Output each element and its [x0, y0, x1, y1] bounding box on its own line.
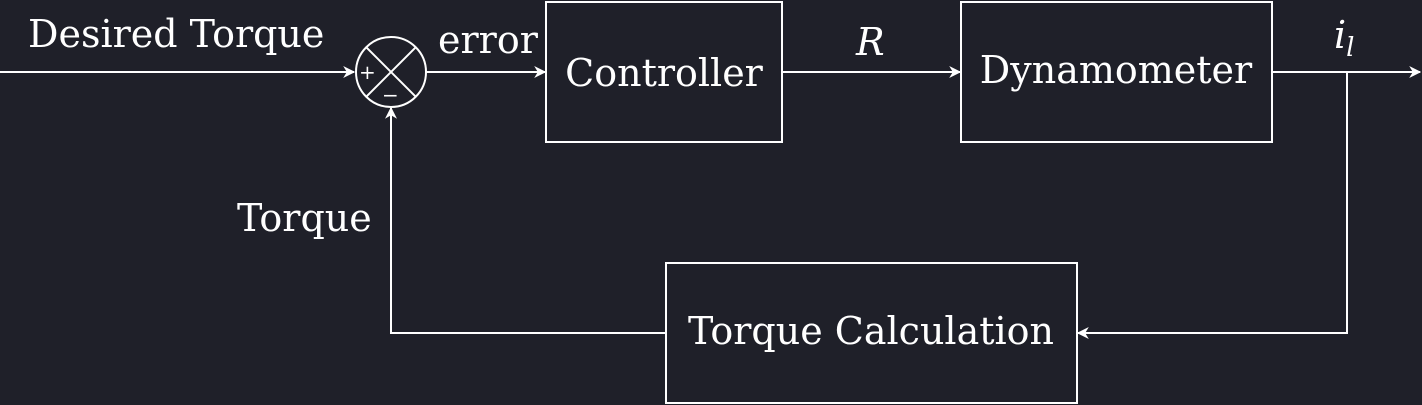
plus-sign: +: [359, 60, 376, 84]
controller-block: Controller: [545, 1, 783, 143]
output-label: il: [1334, 13, 1354, 63]
feedback-label: Torque: [237, 196, 372, 240]
feedback-branch-wire: [1076, 72, 1348, 339]
minus-sign: −: [382, 83, 399, 107]
r-label: R: [855, 20, 885, 64]
feedback-return-wire: [385, 106, 666, 334]
dynamometer-label: Dynamometer: [980, 48, 1253, 92]
error-label: error: [438, 18, 539, 62]
torque-calculation-block: Torque Calculation: [665, 262, 1078, 404]
controller-label: Controller: [565, 51, 764, 95]
summing-junction: + −: [355, 36, 427, 108]
dynamometer-block: Dynamometer: [960, 1, 1273, 143]
input-label: Desired Torque: [28, 12, 324, 56]
torque-calculation-label: Torque Calculation: [688, 309, 1054, 353]
